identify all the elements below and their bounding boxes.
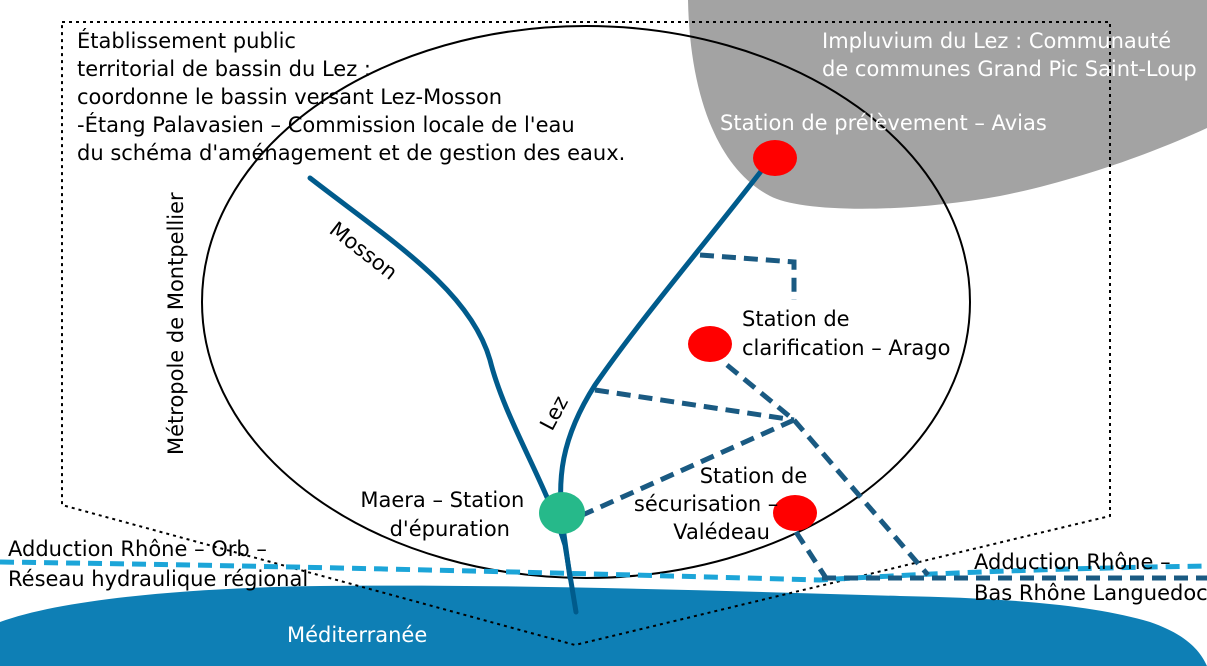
station-arago-label: Station de clarification – Arago	[742, 307, 950, 360]
station-avias-label: Station de prélèvement – Avias	[720, 111, 1047, 135]
metropole-boundary	[201, 25, 971, 579]
epage-line: coordonne le bassin versant Lez-Mosson	[77, 85, 502, 109]
pipe-junction-to-languedoc	[792, 418, 930, 577]
adduction-orb-pipe	[0, 559, 1207, 583]
metropole-label: Métropole de Montpellier	[164, 192, 188, 455]
impluvium-text: Impluvium du Lez : Communauté de commune…	[822, 29, 1197, 81]
internal-pipes	[576, 252, 930, 580]
pipe-valedeau-to-adduction	[793, 530, 829, 580]
sea-area	[0, 585, 1207, 666]
languedoc-line: Adduction Rhône –	[974, 550, 1171, 574]
valedeau-line: Valédeau	[673, 520, 770, 544]
station-maera-marker	[539, 492, 585, 534]
eptb-boundary	[61, 21, 1111, 647]
epage-line: territorial de bassin du Lez :	[77, 57, 371, 81]
maera-line: Maera – Station	[360, 488, 524, 512]
valedeau-line: Station de	[700, 464, 808, 488]
valedeau-line: sécurisation –	[634, 492, 778, 516]
adduction-languedoc-label: Adduction Rhône – Bas Rhône Languedoc	[974, 550, 1207, 605]
epage-line: -Étang Palavasien – Commission locale de…	[77, 112, 575, 137]
epage-text: Établissement public territorial de bass…	[77, 28, 625, 165]
arago-line: Station de	[742, 307, 850, 331]
impluvium-line: de communes Grand Pic Saint-Loup	[822, 57, 1197, 81]
pipe-lez-to-junction	[594, 387, 795, 423]
station-maera-label: Maera – Station d'épuration	[360, 488, 531, 541]
mosson-river	[307, 175, 579, 615]
station-arago-marker	[688, 326, 732, 362]
station-valedeau-label: Station de sécurisation – Valédeau	[634, 464, 814, 544]
languedoc-line: Bas Rhône Languedoc	[974, 581, 1207, 605]
arago-line: clarification – Arago	[742, 336, 950, 360]
lez-river	[558, 167, 765, 581]
pipe-arago-to-junction	[725, 363, 796, 422]
epage-line: Établissement public	[77, 28, 296, 53]
impluvium-line: Impluvium du Lez : Communauté	[822, 29, 1171, 53]
sea-label: Méditerranée	[287, 623, 427, 647]
station-avias-marker	[753, 140, 797, 176]
orb-line: Adduction Rhône – Orb –	[8, 537, 267, 561]
station-valedeau-marker	[773, 495, 817, 531]
pipe-avias-branch	[699, 252, 797, 300]
orb-line: Réseau hydraulique régional	[8, 567, 308, 591]
pipe-junction-to-maera	[576, 417, 796, 520]
impluvium-area	[688, 0, 1207, 209]
maera-line: d'épuration	[390, 517, 510, 541]
adduction-orb-label: Adduction Rhône – Orb – Réseau hydrauliq…	[8, 537, 308, 591]
epage-line: du schéma d'aménagement et de gestion de…	[77, 141, 625, 165]
mosson-label: Mosson	[325, 217, 402, 285]
lez-label: Lez	[535, 392, 573, 434]
